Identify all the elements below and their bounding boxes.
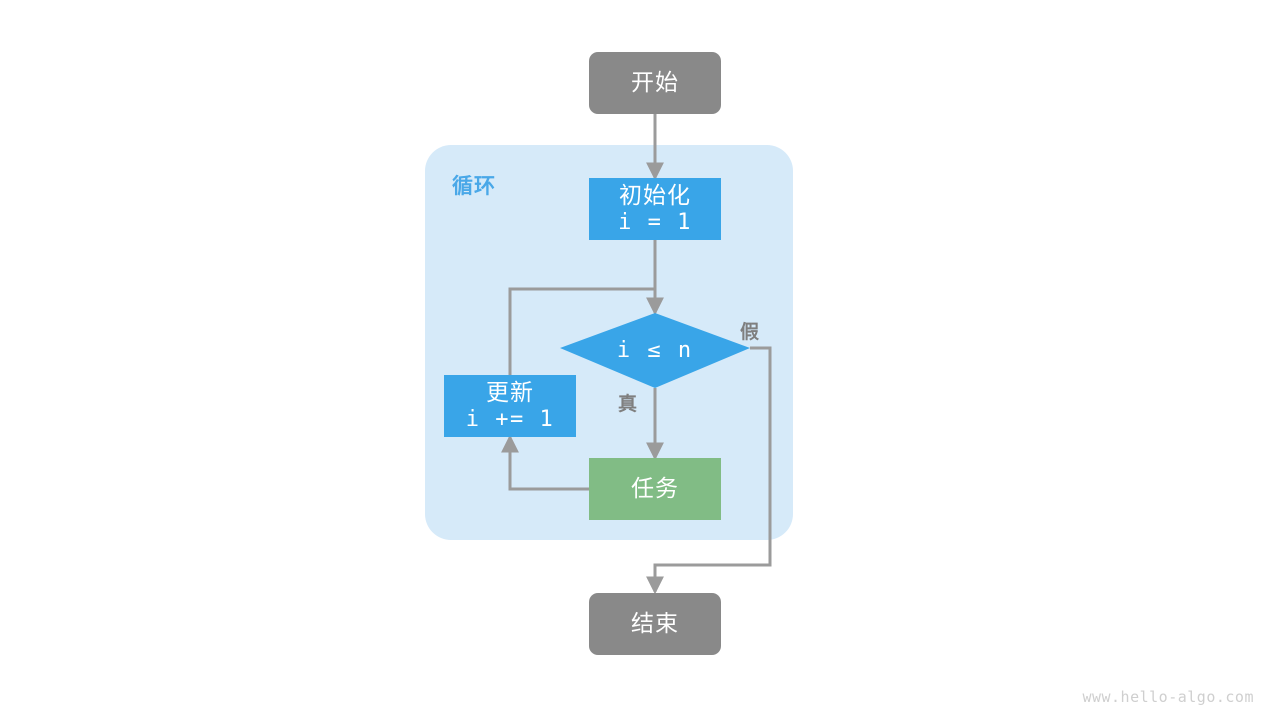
watermark: www.hello-algo.com: [1082, 688, 1254, 706]
edge-update-to-condition: [508, 287, 655, 375]
edge-task-to-update: [501, 434, 589, 491]
loop-container-label: 循环: [452, 175, 496, 198]
node-task[interactable]: 任务: [589, 458, 721, 520]
node-condition-label: i ≤ n: [616, 338, 694, 363]
condition-diamond-shape[interactable]: [560, 313, 750, 388]
node-init-label-line2: i = 1: [618, 209, 692, 235]
node-start[interactable]: 开始: [589, 52, 721, 114]
node-update-label-line1: 更新: [486, 379, 534, 406]
node-init-label-line1: 初始化: [619, 182, 691, 209]
edge-label-false: 假: [740, 322, 761, 343]
node-start-label: 开始: [631, 69, 679, 96]
node-update[interactable]: 更新 i += 1: [444, 375, 576, 437]
node-task-label: 任务: [631, 475, 679, 502]
node-update-label-line2: i += 1: [465, 406, 555, 432]
node-end-label: 结束: [631, 610, 679, 637]
node-end[interactable]: 结束: [589, 593, 721, 655]
node-init[interactable]: 初始化 i = 1: [589, 178, 721, 240]
edge-label-true: 真: [618, 394, 639, 415]
edge-condition-false-to-end: [646, 346, 772, 595]
